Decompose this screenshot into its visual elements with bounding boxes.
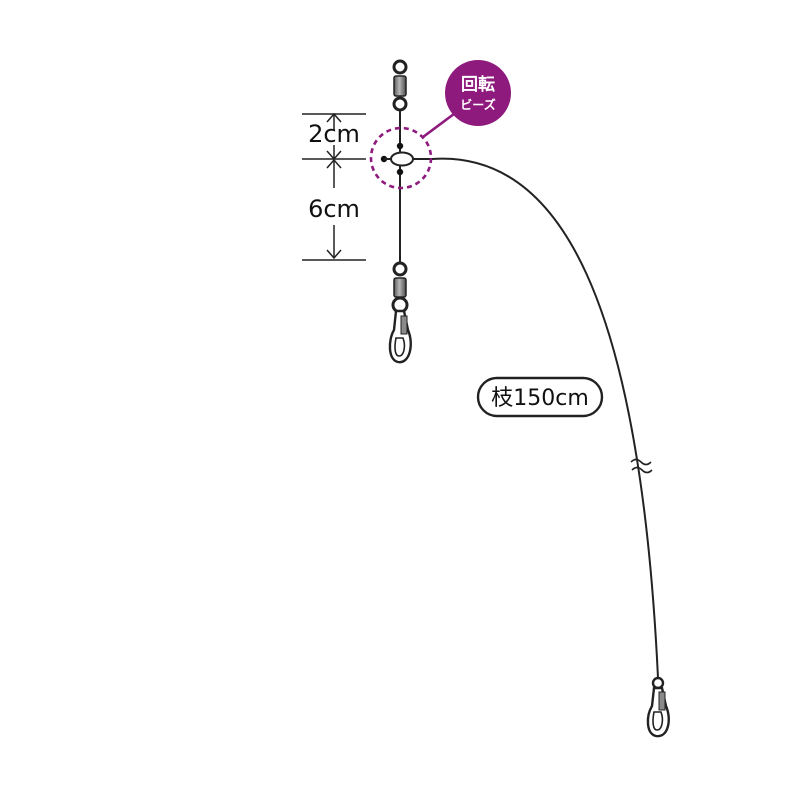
top-swivel-icon: [392, 59, 408, 112]
bead-icon: [390, 151, 414, 167]
dim-top-label: 2cm: [308, 120, 360, 148]
dimension-guides: [302, 112, 366, 261]
branch-line: [431, 157, 659, 679]
bead-callout-badge: 回転 ビーズ: [445, 60, 511, 126]
branch-label-text: 枝150cm: [491, 386, 589, 411]
dim-bottom-label: 6cm: [308, 195, 360, 223]
bead-highlight-circle: [369, 126, 433, 190]
bead-label-line1: 回転: [461, 74, 495, 95]
branch-length-label: 枝150cm: [476, 376, 604, 418]
break-mark: [630, 458, 653, 474]
knot-dot-bottom: [396, 168, 404, 176]
end-snap-icon: [646, 676, 670, 738]
bottom-snap-icon: [388, 309, 412, 364]
bead-label-line2: ビーズ: [460, 97, 495, 112]
knot-dot-top: [396, 142, 404, 150]
bottom-swivel-icon: [391, 261, 409, 314]
